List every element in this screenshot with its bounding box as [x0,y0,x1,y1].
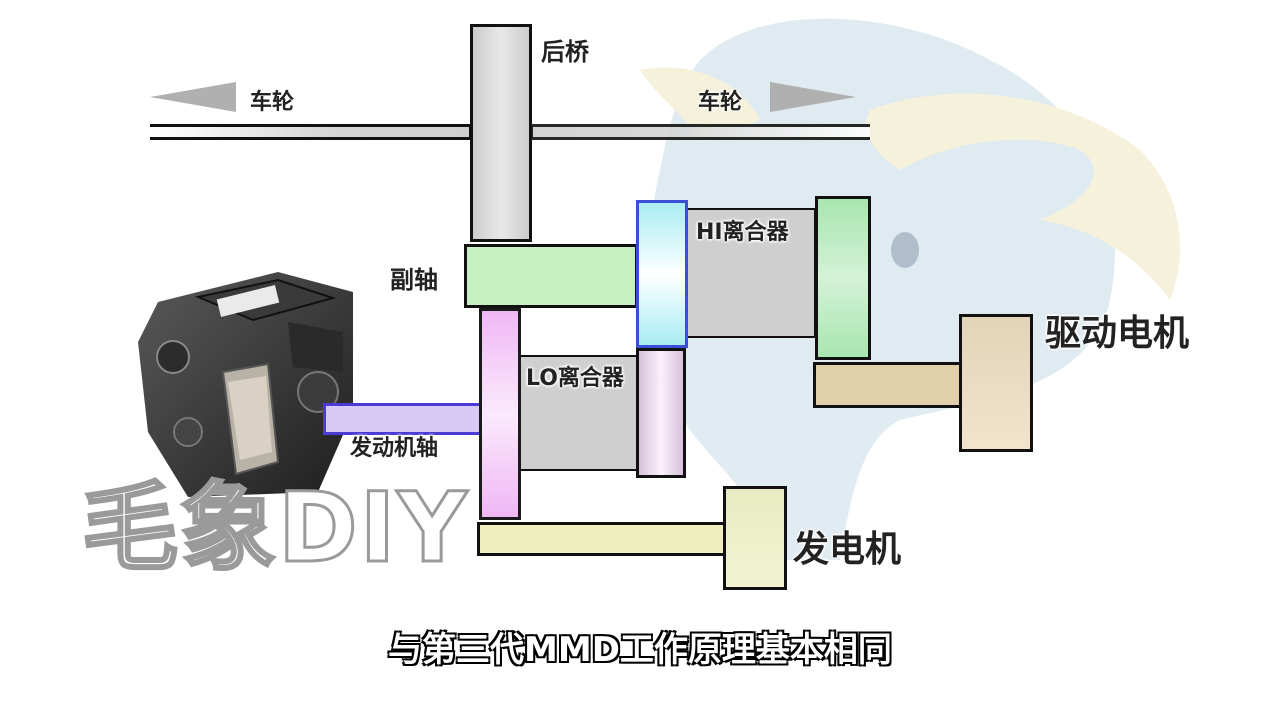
engine-shaft-label: 发动机轴 [350,436,439,461]
lo-clutch-label: LO离合器 [526,366,624,391]
wheel-arrow-left-icon [150,82,236,112]
generator-label: 发电机 [793,529,902,570]
rear-axle-gear [470,24,532,242]
wheel-label-left: 车轮 [250,90,295,115]
wheel-shaft-left [150,124,472,140]
wheel-label-right: 车轮 [698,90,743,115]
countershaft-label: 副轴 [390,266,438,294]
engine-shaft-block [323,403,483,435]
engine-image [138,272,353,497]
drive-motor-body [959,314,1033,452]
watermark-text: 毛象DIY [81,472,469,584]
countershaft-block [464,244,638,308]
lo-clutch-plate [636,348,686,478]
drive-motor-shaft [813,362,963,408]
hi-clutch-housing [684,208,816,338]
generator-shaft [477,522,727,556]
generator-body [723,486,787,590]
wheel-shaft-right [530,124,870,140]
drive-motor-label: 驱动电机 [1045,313,1190,354]
lo-gear-block [479,308,521,520]
drive-motor-gear [815,196,871,360]
rear-axle-label: 后桥 [541,38,589,66]
hi-clutch-label: HI离合器 [696,220,789,245]
hi-clutch-plate [636,200,688,348]
video-subtitle: 与第三代MMD工作原理基本相同 [387,629,892,671]
wheel-arrow-right-icon [770,82,856,112]
